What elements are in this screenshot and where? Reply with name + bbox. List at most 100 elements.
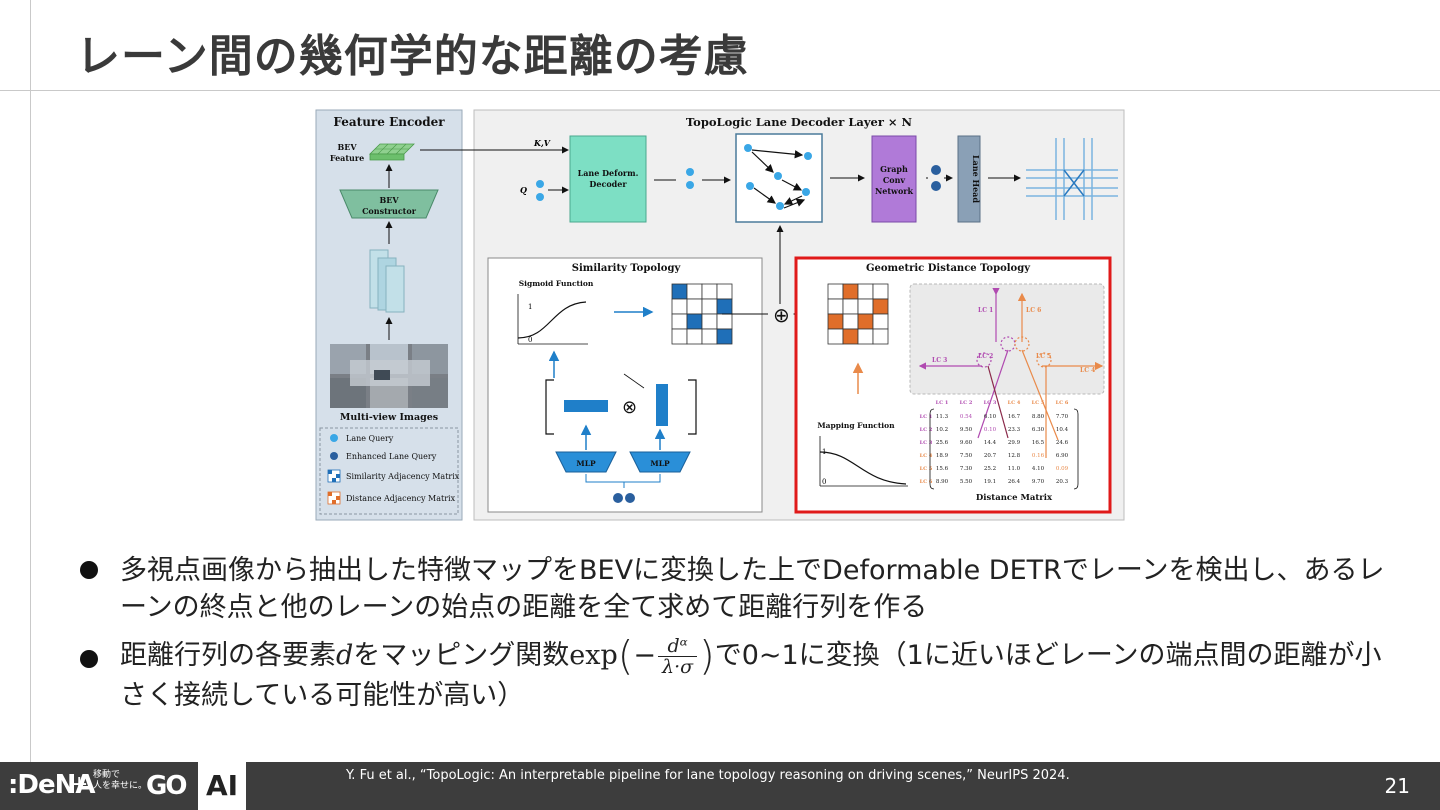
svg-text:1: 1 xyxy=(528,303,532,311)
svg-text:K,V: K,V xyxy=(533,138,551,148)
matrix-value: 5.50 xyxy=(960,479,973,485)
similarity-vector-row xyxy=(564,400,608,412)
svg-text:Sigmoid Function: Sigmoid Function xyxy=(519,279,594,288)
slide-title: レーン間の幾何学的な距離の考慮 xyxy=(76,31,749,82)
matrix-value: 0.54 xyxy=(960,414,973,420)
matrix-value: 20.7 xyxy=(984,453,997,459)
svg-text:Graph: Graph xyxy=(880,164,908,174)
matrix-value: 6.10 xyxy=(984,414,997,420)
matrix-row-header: LC 6 xyxy=(920,479,933,485)
svg-text:LC 1: LC 1 xyxy=(978,307,993,314)
svg-text:Conv: Conv xyxy=(883,175,906,185)
image-feature-stack xyxy=(369,249,405,313)
matrix-cell xyxy=(857,328,874,345)
svg-text:LC 2: LC 2 xyxy=(978,353,993,360)
matrix-col-header: LC 4 xyxy=(1008,400,1021,406)
matrix-cell xyxy=(671,328,688,345)
svg-text:Network: Network xyxy=(875,186,914,196)
matrix-value: 16.7 xyxy=(1008,414,1021,420)
matrix-value: 6.30 xyxy=(1032,427,1045,433)
bullet-list: 多視点画像から抽出した特徴マップをBEVに変換した上でDeformable DE… xyxy=(76,552,1396,724)
matrix-value: 6.90 xyxy=(1056,453,1069,459)
svg-text:Mapping Function: Mapping Function xyxy=(817,421,895,430)
matrix-value: 25.2 xyxy=(984,466,996,472)
lane-output-topology xyxy=(1026,138,1118,220)
matrix-cell xyxy=(716,313,733,330)
svg-text:BEV: BEV xyxy=(379,195,399,205)
matrix-row-header: LC 1 xyxy=(920,414,933,420)
svg-text:Similarity Topology: Similarity Topology xyxy=(572,263,682,274)
svg-text:0: 0 xyxy=(528,336,532,344)
matrix-value: 25.6 xyxy=(936,440,949,446)
svg-text:LC 5: LC 5 xyxy=(1036,353,1051,360)
oplus-icon: ⊕ xyxy=(773,303,790,327)
go-logo: GO xyxy=(146,771,188,801)
query-label: Q xyxy=(520,185,527,195)
logo-plus: + xyxy=(70,772,89,797)
matrix-cell xyxy=(686,328,703,345)
go-tagline: 移動で人を幸せに。 xyxy=(93,770,148,791)
matrix-value: 12.8 xyxy=(1008,453,1021,459)
matrix-col-header: LC 2 xyxy=(960,400,973,406)
title-rule xyxy=(0,90,1440,91)
matrix-value: 19.1 xyxy=(984,479,996,485)
bev-feature-grid xyxy=(369,143,415,161)
matrix-value: 0.16 xyxy=(1032,453,1045,459)
matrix-value: 9.70 xyxy=(1032,479,1045,485)
matrix-row-header: LC 4 xyxy=(920,453,933,459)
matrix-value: 10.4 xyxy=(1056,427,1069,433)
matrix-cell xyxy=(872,283,889,300)
dena-logo: :DeNA xyxy=(8,770,95,800)
matrix-row-header: LC 3 xyxy=(920,440,933,446)
lane-head xyxy=(957,135,981,223)
svg-text:MLP: MLP xyxy=(576,459,596,468)
matrix-cell xyxy=(716,283,733,300)
bev-constructor-block xyxy=(339,189,439,219)
legend-enhanced-query: Enhanced Lane Query xyxy=(346,452,437,461)
svg-text:Constructor: Constructor xyxy=(362,206,417,216)
distance-adjacency-matrix xyxy=(827,283,889,345)
svg-text:Multi-view Images: Multi-view Images xyxy=(340,412,438,423)
matrix-cell xyxy=(671,283,688,300)
matrix-cell xyxy=(701,328,718,345)
lane-graph xyxy=(744,144,812,210)
svg-text:LC 3: LC 3 xyxy=(932,357,947,364)
legend-distance-matrix: Distance Adjacency Matrix xyxy=(346,494,456,503)
multiview-images xyxy=(330,344,448,408)
matrix-value: 0.10 xyxy=(984,427,997,433)
matrix-col-header: LC 1 xyxy=(936,400,949,406)
matrix-value: 4.10 xyxy=(1032,466,1045,472)
matrix-row-header: LC 5 xyxy=(920,466,933,472)
matrix-value: 11.3 xyxy=(936,414,949,420)
similarity-matrix-icon xyxy=(327,469,341,483)
matrix-cell xyxy=(857,313,874,330)
svg-text:Feature: Feature xyxy=(330,153,364,163)
matrix-cell xyxy=(827,313,844,330)
matrix-row-header: LC 2 xyxy=(920,427,933,433)
matrix-cell xyxy=(857,283,874,300)
graph-conv-network xyxy=(871,135,917,223)
matrix-value: 8.80 xyxy=(1032,414,1045,420)
bullet-dot-icon xyxy=(80,561,98,579)
distance-matrix-table: LC 1LC 1LC 2LC 2LC 3LC 3LC 4LC 4LC 5LC 5… xyxy=(920,400,1079,490)
legend-box xyxy=(319,427,459,515)
svg-text:GO: GO xyxy=(146,771,186,801)
svg-text:0: 0 xyxy=(822,478,826,486)
left-rule xyxy=(30,0,31,762)
distance-matrix-icon xyxy=(327,491,341,505)
decoder-title: TopoLogic Lane Decoder Layer × N xyxy=(686,115,913,129)
svg-text:Decoder: Decoder xyxy=(589,179,627,189)
lane-deform-decoder xyxy=(569,135,647,223)
matrix-cell xyxy=(827,283,844,300)
matrix-cell xyxy=(686,313,703,330)
matrix-cell xyxy=(872,313,889,330)
matrix-value: 26.4 xyxy=(1008,479,1021,485)
matrix-cell xyxy=(872,298,889,315)
svg-text:MLP: MLP xyxy=(650,459,670,468)
topologic-architecture-diagram: Feature Encoder BEV Feature BEV Construc… xyxy=(314,108,1126,522)
bullet-item: 多視点画像から抽出した特徴マップをBEVに変換した上でDeformable DE… xyxy=(76,552,1396,626)
matrix-cell xyxy=(827,328,844,345)
matrix-cell xyxy=(827,298,844,315)
matrix-value: 14.4 xyxy=(984,440,997,446)
